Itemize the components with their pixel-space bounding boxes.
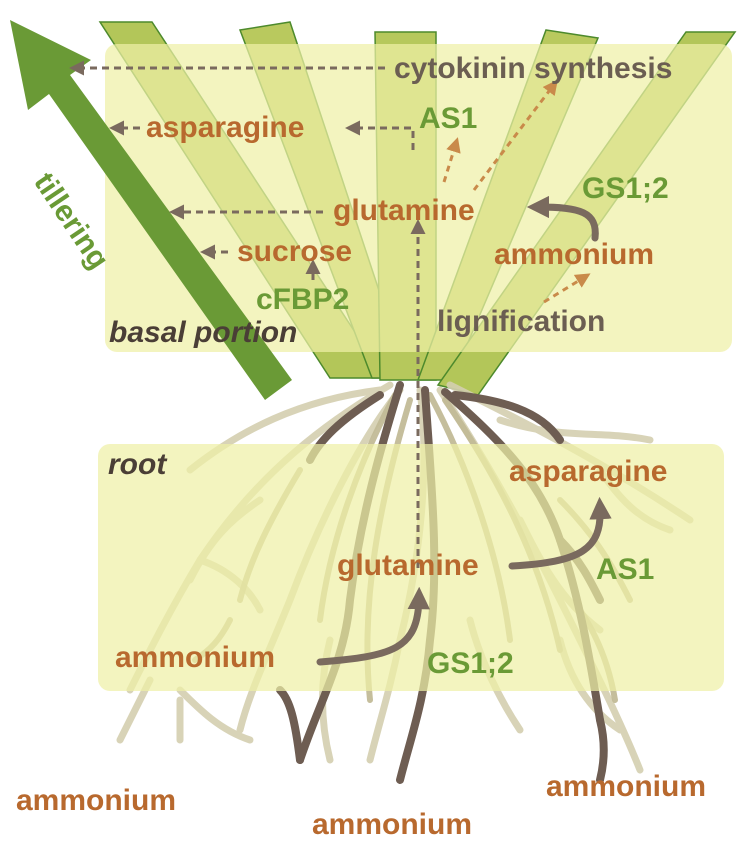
basal-portion-region-label: basal portion bbox=[109, 318, 297, 348]
basal-gs12-label: GS1;2 bbox=[582, 174, 669, 204]
lignification-label: lignification bbox=[437, 307, 605, 337]
root-region-label: root bbox=[108, 450, 166, 480]
root-ammonium-label: ammonium bbox=[115, 643, 275, 673]
root-gs12-label: GS1;2 bbox=[427, 649, 514, 679]
soil-ammonium-center: ammonium bbox=[312, 810, 472, 840]
root-asparagine-label: asparagine bbox=[509, 457, 667, 487]
sucrose-label: sucrose bbox=[237, 237, 352, 267]
root-as1-label: AS1 bbox=[596, 555, 654, 585]
soil-ammonium-left: ammonium bbox=[16, 786, 176, 816]
basal-asparagine-label: asparagine bbox=[146, 113, 304, 143]
cfbp2-label: cFBP2 bbox=[256, 285, 349, 315]
soil-ammonium-right: ammonium bbox=[546, 772, 706, 802]
cytokinin-synthesis-label: cytokinin synthesis bbox=[394, 54, 672, 84]
basal-ammonium-label: ammonium bbox=[494, 240, 654, 270]
root-glutamine-label: glutamine bbox=[337, 551, 479, 581]
basal-glutamine-label: glutamine bbox=[333, 196, 475, 226]
basal-as1-label: AS1 bbox=[419, 104, 477, 134]
